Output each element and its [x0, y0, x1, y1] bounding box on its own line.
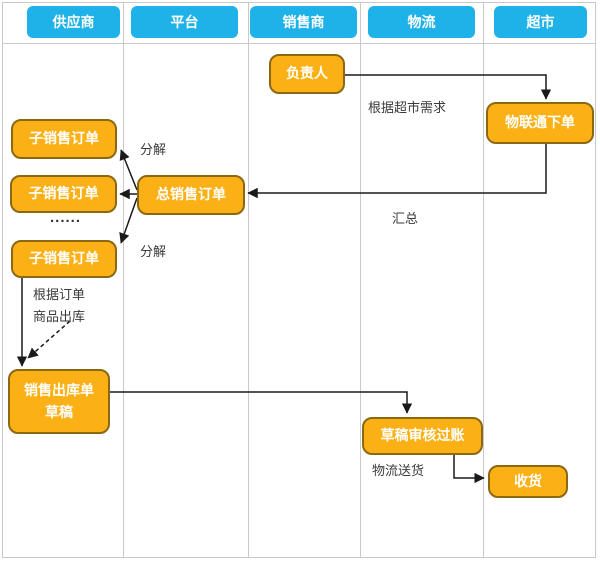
label-goods-outbound: 商品出库 — [33, 309, 86, 324]
lane-divider-1 — [123, 2, 124, 558]
label-summarize: 汇总 — [392, 211, 419, 226]
node-outbound-draft-line2: 草稿 — [45, 403, 73, 420]
lane-header-logistics: 物流 — [368, 6, 475, 38]
node-sub-order-2: 子销售订单 — [10, 175, 117, 213]
node-total-order: 总销售订单 — [137, 175, 245, 215]
node-sub-order-3: 子销售订单 — [11, 240, 117, 278]
node-manager: 负责人 — [269, 54, 345, 94]
node-draft-audit: 草稿审核过账 — [362, 417, 483, 455]
header-row-divider — [2, 43, 596, 44]
lane-divider-2 — [248, 2, 249, 558]
node-iot-order: 物联通下单 — [486, 102, 594, 144]
lane-divider-4 — [483, 2, 484, 558]
label-per-market-demand: 根据超市需求 — [368, 100, 447, 115]
label-decompose-top: 分解 — [140, 142, 167, 157]
node-receive: 收货 — [488, 465, 568, 498]
label-decompose-bottom: 分解 — [140, 244, 167, 259]
node-outbound-draft: 销售出库单 草稿 — [8, 369, 110, 434]
label-per-order: 根据订单 — [33, 287, 86, 302]
lane-divider-3 — [360, 2, 361, 558]
lane-header-platform: 平台 — [131, 6, 238, 38]
lane-header-supermarket: 超市 — [494, 6, 587, 38]
lane-header-seller: 销售商 — [250, 6, 357, 38]
lane-header-supplier: 供应商 — [27, 6, 120, 38]
node-outbound-draft-line1: 销售出库单 — [24, 381, 94, 398]
table-border — [2, 2, 596, 558]
node-sub-order-1: 子销售订单 — [11, 119, 117, 159]
label-logistics-delivery: 物流送货 — [372, 463, 425, 478]
label-ellipsis: ...... — [50, 209, 82, 226]
